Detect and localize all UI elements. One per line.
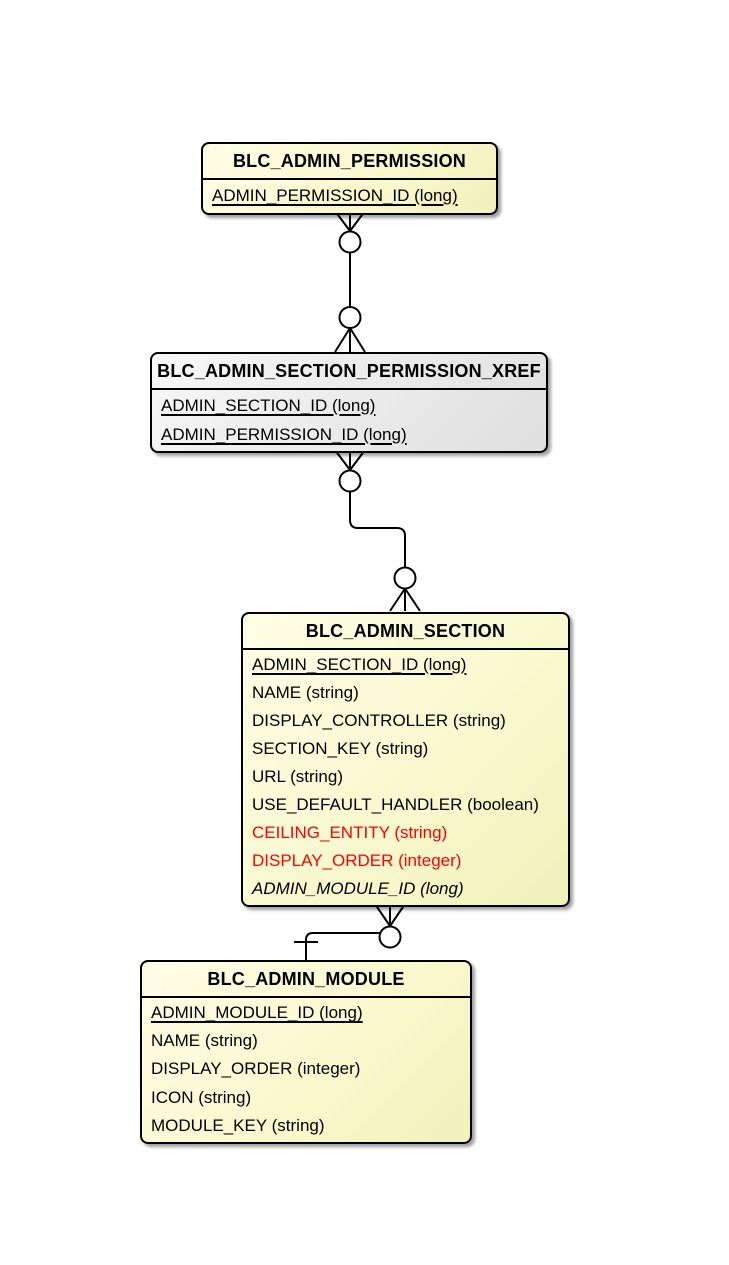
zero-cardinality-icon xyxy=(338,469,362,493)
entity-field: DISPLAY_ORDER (integer) xyxy=(252,851,462,870)
entity-field: ADMIN_MODULE_ID (long) xyxy=(151,1003,363,1023)
entity-field-list: ADMIN_SECTION_ID (long) ADMIN_PERMISSION… xyxy=(152,390,546,451)
entity-field-list: ADMIN_MODULE_ID (long) NAME (string) DIS… xyxy=(142,998,470,1142)
relationship-permission-xref xyxy=(334,210,366,353)
entity-field: MODULE_KEY (string) xyxy=(151,1115,325,1135)
relationship-section-module xyxy=(294,903,406,960)
zero-cardinality-icon xyxy=(378,925,402,949)
zero-cardinality-icon xyxy=(338,306,362,329)
entity-field: DISPLAY_CONTROLLER (string) xyxy=(252,711,506,730)
entity-field: USE_DEFAULT_HANDLER (boolean) xyxy=(252,795,539,814)
entity-title: BLC_ADMIN_PERMISSION xyxy=(203,144,496,180)
relationship-line xyxy=(349,491,406,567)
entity-blc-admin-section-permission-xref: BLC_ADMIN_SECTION_PERMISSION_XREF ADMIN_… xyxy=(150,352,548,453)
entity-field: ICON (string) xyxy=(151,1087,252,1107)
entity-blc-admin-module: BLC_ADMIN_MODULE ADMIN_MODULE_ID (long) … xyxy=(140,960,472,1144)
crow-foot-many-icon xyxy=(374,903,406,927)
zero-cardinality-icon xyxy=(338,230,362,254)
entity-field: ADMIN_SECTION_ID (long) xyxy=(161,395,376,415)
entity-field: ADMIN_MODULE_ID (long) xyxy=(252,879,464,898)
entity-field-list: ADMIN_PERMISSION_ID (long) xyxy=(203,180,496,213)
entity-blc-admin-section: BLC_ADMIN_SECTION ADMIN_SECTION_ID (long… xyxy=(241,612,570,907)
relationship-xref-section xyxy=(334,449,421,612)
entity-field: NAME (string) xyxy=(252,683,359,702)
relationship-line xyxy=(305,932,380,960)
entity-title: BLC_ADMIN_MODULE xyxy=(142,962,470,998)
entity-field: DISPLAY_ORDER (integer) xyxy=(151,1059,361,1079)
crow-foot-many-icon xyxy=(334,449,366,471)
entity-field: ADMIN_SECTION_ID (long) xyxy=(252,655,467,674)
entity-field: ADMIN_PERMISSION_ID (long) xyxy=(161,424,407,444)
entity-title: BLC_ADMIN_SECTION xyxy=(243,614,568,650)
entity-field: URL (string) xyxy=(252,767,343,786)
entity-field: SECTION_KEY (string) xyxy=(252,739,429,758)
entity-field: CEILING_ENTITY (string) xyxy=(252,823,448,842)
zero-cardinality-icon xyxy=(393,566,417,590)
entity-field-list: ADMIN_SECTION_ID (long) NAME (string) DI… xyxy=(243,650,568,905)
entity-blc-admin-permission: BLC_ADMIN_PERMISSION ADMIN_PERMISSION_ID… xyxy=(201,142,498,215)
crow-foot-many-icon xyxy=(334,327,366,353)
crow-foot-many-icon xyxy=(389,587,421,612)
entity-field: NAME (string) xyxy=(151,1031,258,1051)
entity-title: BLC_ADMIN_SECTION_PERMISSION_XREF xyxy=(152,354,546,390)
entity-field: ADMIN_PERMISSION_ID (long) xyxy=(212,186,458,205)
